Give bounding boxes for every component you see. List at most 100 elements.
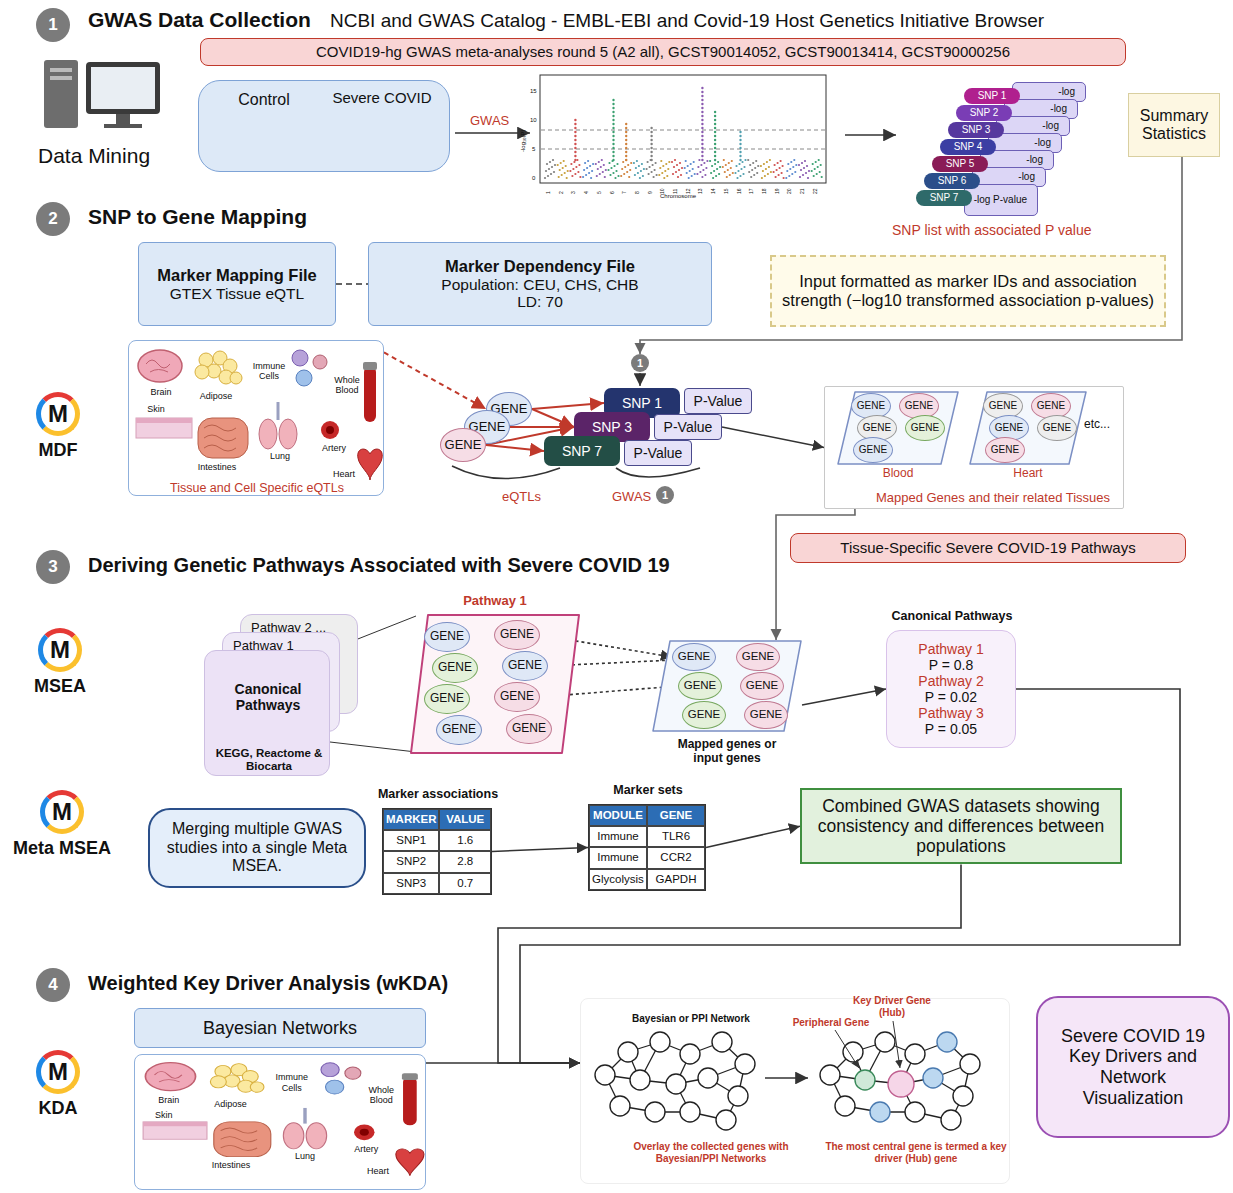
text-label: 17 [749,188,755,194]
label: -log P-value [974,194,1027,206]
drawn-circle [602,171,604,173]
gene-circle: GENE [1037,415,1077,441]
label: Blood [837,467,959,481]
drawn-circle [561,174,563,176]
drawn-circle [548,168,550,170]
label: GENE [430,692,464,706]
drawn-rect [104,124,142,128]
label: Marker Mapping File [157,266,317,285]
drawn-circle [941,1110,961,1130]
label: SNP3 [383,873,439,894]
drawn-circle [714,139,716,141]
drawn-circle [625,139,627,141]
drawn-circle [701,111,703,113]
note-box: Summary Statistics [1128,93,1220,157]
drawn-circle [747,159,749,161]
panel: BrainAdiposeImmune CellsWhole BloodSkinI… [134,1054,426,1190]
drawn-circle [743,166,745,168]
drawn-circle [739,151,741,153]
drawn-circle [588,172,590,174]
drawn-circle [741,161,743,163]
text-label: 15 [530,88,537,95]
drawn-circle [739,147,741,149]
drawn-circle [607,169,609,171]
drawn-circle [650,139,652,141]
text-label: GWAS [470,114,509,129]
drawn-circle [582,176,584,178]
drawn-circle [636,160,638,162]
drawn-circle [574,155,576,157]
drawn-circle [615,170,617,172]
drawn-circle [751,169,753,171]
drawn-circle [613,165,615,167]
label: -log [1042,120,1059,132]
drawn-circle [801,162,803,164]
drawn-circle [739,139,741,141]
drawn-circle [681,167,683,169]
drawn-circle [714,155,716,157]
text-label: 8 [635,191,641,194]
drawn-circle [816,173,818,175]
output-box: Severe COVID 19 Key Drivers and Network … [1036,996,1230,1138]
drawn-circle [673,166,675,168]
label: Population: CEU, CHS, CHB [441,276,638,294]
label: GENE [995,422,1023,434]
drawn-circle [792,166,794,168]
drawn-circle [714,127,716,129]
drawn-circle [680,174,682,176]
drawn-circle [577,171,579,173]
drawn-circle [551,166,553,168]
drawn-circle [714,123,716,125]
drawn-circle [569,170,571,172]
label: GENE [500,690,534,704]
drawn-circle [905,1102,925,1122]
drawn-circle [821,176,823,178]
drawn-circle [701,123,703,125]
drawn-line [639,373,641,386]
drawn-circle [612,139,614,141]
step-number: 2 [36,202,70,236]
drawn-circle [728,162,730,164]
drawn-circle [587,160,589,162]
drawn-circle [739,175,741,177]
label: Peripheral Gene [781,1017,881,1029]
drawn-path [452,466,700,479]
label: Marker Dependency File [445,257,635,276]
drawn-circle [605,169,607,171]
drawn-circle [704,174,706,176]
text-label: SNP to Gene Mapping [88,205,307,229]
label: P-Value [664,419,713,435]
drawn-circle [694,173,696,175]
drawn-circle [805,172,807,174]
drawn-circle [775,176,777,178]
drawn-circle [557,164,559,166]
drawn-circle [812,163,814,165]
label: GENE [442,723,476,737]
drawn-circle [735,165,737,167]
drawn-circle [624,166,626,168]
drawn-circle [637,172,639,174]
drawn-use [143,1063,424,1176]
network-graph [595,1032,980,1130]
drawn-circle [701,103,703,105]
drawn-circle [650,131,652,133]
label: 1 [662,489,668,502]
label: Control [199,91,329,109]
drawn-circle [641,163,643,165]
result-box: Combined GWAS datasets showing consisten… [800,788,1122,864]
drawn-circle [727,169,729,171]
label: SNP1 [383,830,439,851]
label: GENE [678,650,711,663]
drawn-circle [562,167,564,169]
drawn-circle [701,176,703,178]
drawn-circle [715,175,717,177]
gene-set: BloodGENEGENEGENEGENEGENE [837,391,959,485]
label: 0.7 [439,873,491,894]
panel: Mapped Genes and their related TissuesBl… [824,386,1124,509]
drawn-circle [716,168,718,170]
drawn-circle [583,169,585,171]
drawn-circle [574,127,576,129]
drawn-circle [738,163,740,165]
drawn-circle [818,159,820,161]
drawn-circle [736,177,738,179]
